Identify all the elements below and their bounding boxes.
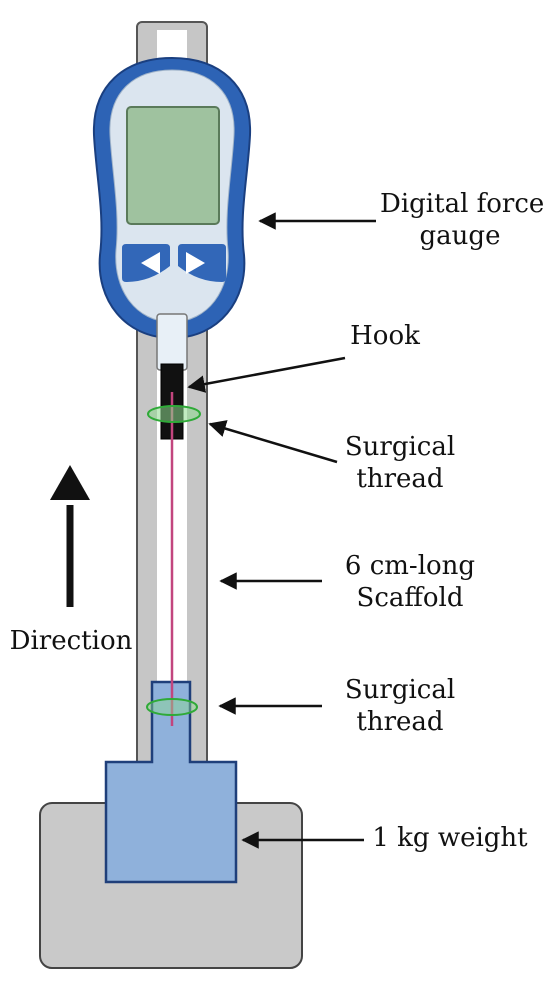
label-hook: Hook <box>345 320 425 352</box>
label-weight-text: 1 kg weight <box>372 823 528 853</box>
gauge-left-button <box>122 244 170 282</box>
direction-arrow <box>50 465 90 607</box>
pointer-thread-top <box>208 420 338 464</box>
gauge-right-button <box>178 244 226 282</box>
weight <box>39 680 303 969</box>
label-scaffold-line-1: 6 cm-long <box>344 551 476 581</box>
pointer-hook <box>187 356 346 393</box>
label-direction: Direction <box>6 625 136 657</box>
label-scaffold-line-2: Scaffold <box>356 583 464 613</box>
label-thread-bottom-line-2: thread <box>356 707 444 737</box>
thread-loop-bottom <box>146 698 198 716</box>
label-direction-text: Direction <box>9 626 133 656</box>
weight-block <box>104 680 238 884</box>
triangle-right-icon <box>186 252 205 274</box>
label-gauge-line-2: gauge <box>419 221 501 251</box>
label-thread-top-line-2: thread <box>356 464 444 494</box>
label-scaffold: 6 cm-long Scaffold <box>330 550 490 614</box>
label-gauge-line-1: Digital force <box>380 189 545 219</box>
label-thread-bottom-line-1: Surgical <box>344 675 456 705</box>
label-weight: 1 kg weight <box>370 822 530 854</box>
label-digital-force-gauge: Digital force gauge <box>380 188 545 252</box>
triangle-left-icon <box>141 252 160 274</box>
label-surgical-thread-top: Surgical thread <box>340 431 460 495</box>
digital-force-gauge <box>92 56 252 371</box>
thread-loop-top <box>147 405 201 423</box>
label-thread-top-line-1: Surgical <box>344 432 456 462</box>
label-surgical-thread-bottom: Surgical thread <box>340 674 460 738</box>
gauge-screen <box>126 106 220 225</box>
label-hook-text: Hook <box>350 321 420 351</box>
gauge-probe <box>156 313 188 371</box>
